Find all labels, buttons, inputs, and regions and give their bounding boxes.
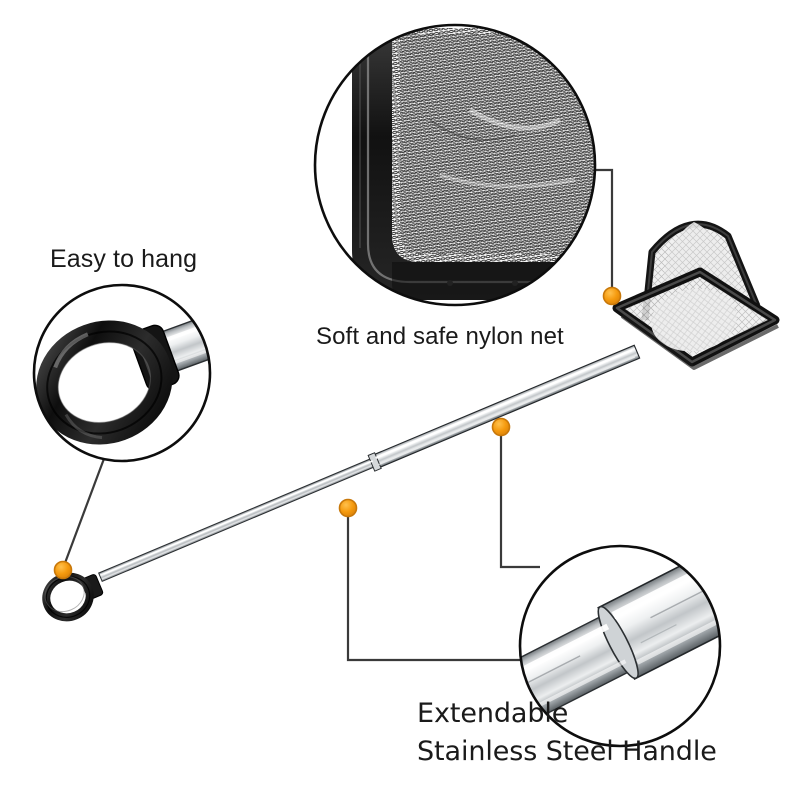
label-handle-line1: Extendable: [417, 698, 569, 729]
leader-lines: [63, 168, 614, 662]
leader-line-handle-upper: [499, 434, 540, 569]
label-extendable-handle: Extendable Stainless Steel Handle: [417, 700, 717, 765]
handle-shaft: [98, 344, 641, 583]
label-easy-to-hang: Easy to hang: [50, 245, 198, 273]
marker-handle-upper: [491, 417, 511, 437]
callout-circle-net: [313, 23, 597, 307]
leader-line-handle-lower: [346, 515, 535, 662]
marker-ring: [53, 560, 73, 580]
label-handle-line2: Stainless Steel Handle: [417, 736, 717, 767]
callout-circle-joint: [518, 544, 722, 748]
leader-line-hang: [63, 455, 107, 564]
marker-net-frame: [602, 286, 622, 306]
callout-joint-closeup: [518, 544, 722, 748]
net-head: [612, 220, 780, 370]
marker-dots: [53, 286, 622, 580]
marker-handle-lower: [338, 498, 358, 518]
leader-line-net: [589, 168, 614, 289]
label-soft-nylon-net: Soft and safe nylon net: [316, 323, 564, 350]
callout-net-mesh-closeup: [313, 23, 597, 307]
callout-hanging-ring-closeup: [32, 283, 212, 463]
callout-circle-hang: [32, 283, 212, 463]
